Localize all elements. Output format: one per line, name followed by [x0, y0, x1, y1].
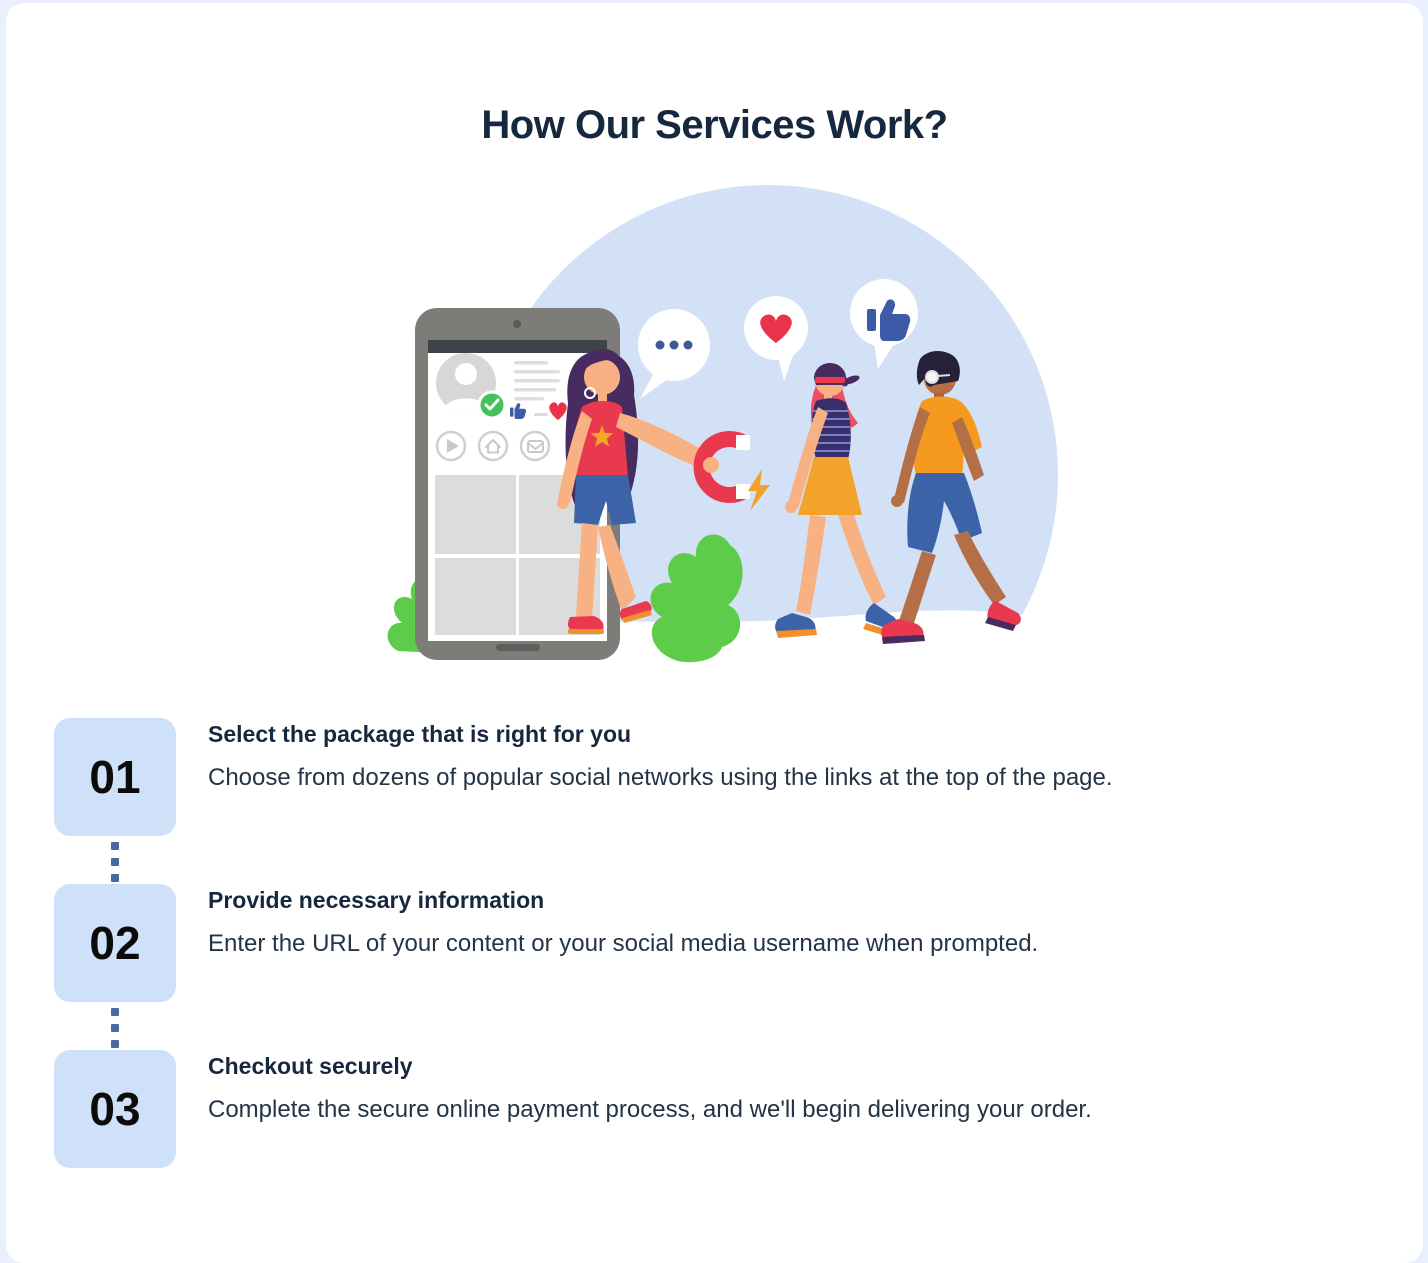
cap-girl-leg-back — [838, 515, 886, 605]
cap-girl-skirt — [798, 457, 862, 515]
girl-arm-left — [558, 411, 592, 503]
step-description: Complete the secure online payment proce… — [208, 1095, 1092, 1123]
step-title: Select the package that is right for you — [208, 721, 632, 747]
girl-shoe-right — [619, 601, 652, 621]
glasses-icon — [925, 370, 939, 384]
step-connector — [111, 1008, 119, 1056]
step-connector — [111, 842, 119, 890]
mini-thumbs-up-icon — [510, 403, 527, 419]
home-icon — [485, 439, 501, 454]
step-number: 03 — [89, 1083, 141, 1135]
cap-girl-arm — [788, 407, 828, 509]
cap-girl-shoe-front — [775, 613, 816, 635]
connector-dot — [111, 1024, 119, 1032]
boy-arm-left — [894, 407, 930, 503]
girl-with-magnet — [557, 349, 770, 634]
mini-heart-icon — [549, 402, 567, 420]
page-title: How Our Services Work? — [481, 103, 948, 147]
mail-icon — [527, 440, 544, 453]
step-title: Provide necessary information — [208, 887, 545, 913]
step-row-3: 03 Checkout securely Complete the secure… — [54, 1050, 1092, 1168]
profile-text-lines — [514, 361, 560, 401]
earring-icon — [584, 387, 596, 399]
step-number-badge: 03 — [54, 1050, 176, 1168]
step-number-badge: 01 — [54, 718, 176, 836]
social-media-attraction-illustration — [378, 185, 1078, 673]
typing-bubble — [638, 309, 710, 399]
follower-boy — [881, 351, 1021, 644]
content-card: How Our Services Work? — [6, 3, 1423, 1263]
girl-fringe — [584, 349, 623, 371]
play-icon — [447, 439, 459, 453]
connector-dot — [111, 1040, 119, 1048]
girl-leg-right — [598, 525, 636, 611]
action-icons-row — [435, 430, 551, 462]
step-row-2: 02 Provide necessary information Enter t… — [54, 884, 1038, 1002]
girl-face — [584, 359, 620, 395]
step-number: 02 — [89, 917, 141, 969]
step-row-1: 01 Select the package that is right for … — [54, 718, 1113, 836]
boy-shoe-back — [987, 601, 1021, 626]
heart-icon — [760, 314, 792, 343]
girl-shorts — [574, 475, 636, 525]
step-content: Checkout securely Complete the secure on… — [208, 1050, 1092, 1125]
connector-dot — [111, 858, 119, 866]
connector-dot — [111, 874, 119, 882]
step-number-badge: 02 — [54, 884, 176, 1002]
connector-dot — [111, 842, 119, 850]
steps-section: 01 Select the package that is right for … — [6, 3, 1423, 1263]
step-title: Checkout securely — [208, 1053, 413, 1079]
plant-right — [650, 534, 743, 663]
heart-bubble — [744, 296, 808, 381]
cap-girl-leg-front — [796, 515, 826, 615]
magnet-icon — [693, 431, 750, 503]
like-row — [510, 402, 582, 420]
speaker-slot — [496, 644, 540, 651]
boy-leg-front — [898, 551, 936, 629]
lightning-icon — [748, 469, 770, 511]
step-description: Enter the URL of your content or your so… — [208, 929, 1039, 957]
step-description: Choose from dozens of popular social net… — [208, 763, 1113, 791]
step-number: 01 — [89, 751, 141, 803]
connector-dot — [111, 1008, 119, 1016]
boy-leg-back — [954, 531, 1006, 605]
boy-shoe-front — [881, 619, 924, 641]
star-icon — [590, 425, 614, 447]
cap-girl-shoe-back — [865, 603, 897, 630]
typing-dots-icon — [655, 340, 693, 350]
girl-leg-left — [576, 523, 598, 619]
thumbs-up-icon — [867, 299, 911, 341]
girl-arm-right — [616, 413, 712, 471]
follower-cap-girl — [775, 362, 897, 638]
step-content: Select the package that is right for you… — [208, 718, 1113, 793]
thumbs-up-bubble — [850, 279, 918, 369]
girl-hand — [703, 457, 719, 473]
boy-tshirt — [912, 396, 982, 475]
step-content: Provide necessary information Enter the … — [208, 884, 1038, 959]
check-badge-icon — [477, 390, 507, 420]
camera-icon — [513, 320, 521, 328]
boy-arm-right — [952, 417, 984, 481]
girl-shoe-left — [568, 616, 604, 631]
